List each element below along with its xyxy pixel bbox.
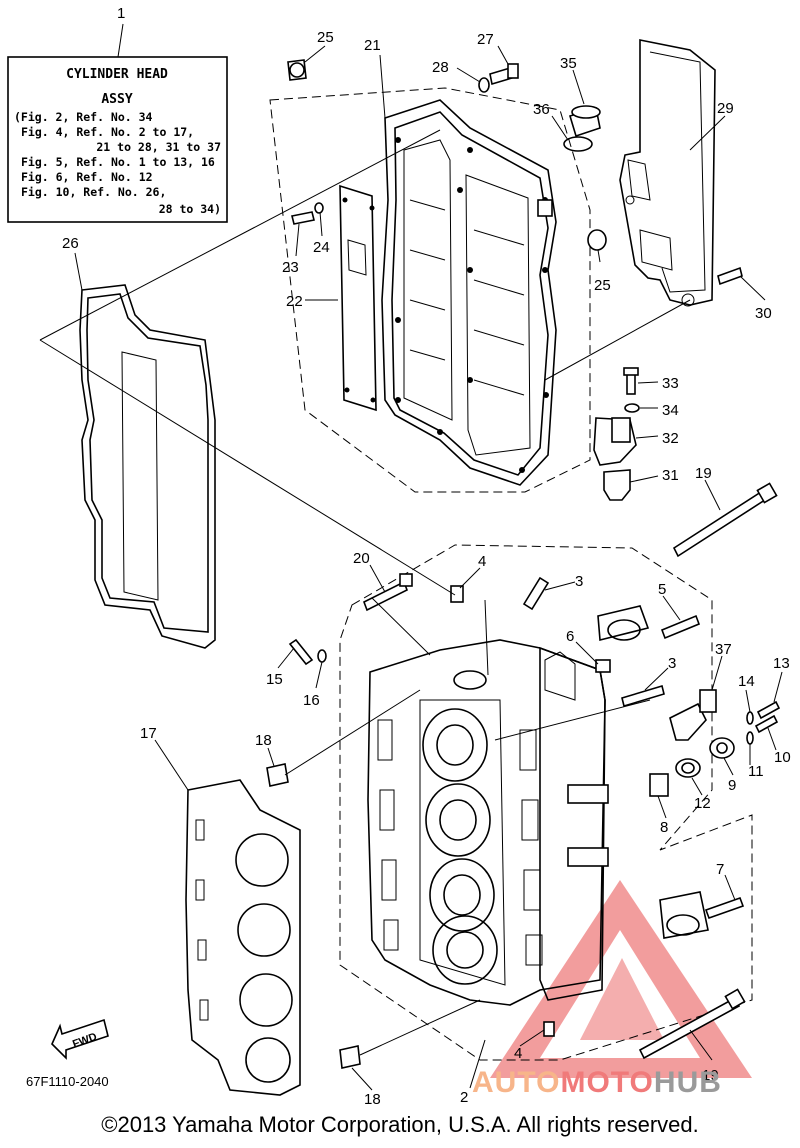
- callout-4b: 4: [514, 1045, 522, 1062]
- callout-27: 27: [477, 31, 494, 48]
- callout-18b: 18: [364, 1091, 381, 1108]
- callout-35: 35: [560, 55, 577, 72]
- box-title-2: ASSY: [101, 92, 132, 107]
- callout-30: 30: [755, 305, 772, 322]
- callout-3b: 3: [668, 655, 676, 672]
- cover-gasket: [79, 284, 216, 649]
- callout-31: 31: [662, 467, 679, 484]
- callout-16: 16: [303, 692, 320, 709]
- callout-28: 28: [432, 59, 449, 76]
- callout-11: 11: [748, 763, 764, 780]
- fwd-arrow: FWD: [51, 1018, 109, 1060]
- box-ref-2: Fig. 4, Ref. No. 2 to 17,: [21, 125, 194, 139]
- callout-8: 8: [660, 819, 668, 836]
- watermark-part-moto: MOTO: [560, 1066, 654, 1099]
- side-cover: [619, 39, 716, 307]
- callout-23: 23: [282, 259, 299, 276]
- callout-29: 29: [717, 100, 734, 117]
- head-gasket: [185, 779, 301, 1096]
- callout-34: 34: [662, 402, 679, 419]
- box-ref-1: (Fig. 2, Ref. No. 34: [14, 110, 153, 124]
- callout-21: 21: [364, 37, 381, 54]
- callout-10: 10: [774, 749, 791, 766]
- box-ref-4: Fig. 5, Ref. No. 1 to 13, 16: [21, 155, 215, 169]
- callout-18a: 18: [255, 732, 272, 749]
- callout-labels: 25 21 27 28 35 36 29 24 23 22 25 26 30 3…: [62, 29, 791, 1108]
- callout-4a: 4: [478, 553, 486, 570]
- small-parts-top: [287, 59, 743, 501]
- watermark-part-hub: HUB: [653, 1066, 722, 1099]
- cylinder-head: [367, 639, 609, 1006]
- callout-32: 32: [662, 430, 679, 447]
- callout-6: 6: [566, 628, 574, 645]
- box-ref-7: 28 to 34): [159, 202, 221, 216]
- callout-7: 7: [716, 861, 724, 878]
- callout-13: 13: [773, 655, 790, 672]
- watermark-text: AUTOMOTOHUB: [472, 1066, 722, 1100]
- info-box: 1 CYLINDER HEAD ASSY (Fig. 2, Ref. No. 3…: [7, 5, 228, 223]
- leader-lines: [39, 45, 783, 1091]
- callout-33: 33: [662, 375, 679, 392]
- callout-1: 1: [117, 5, 125, 22]
- callout-22: 22: [286, 293, 303, 310]
- callout-19b: 19: [702, 1067, 719, 1084]
- box-title-1: CYLINDER HEAD: [66, 67, 168, 82]
- callout-25a: 25: [317, 29, 334, 46]
- group-outlines: [269, 87, 753, 1061]
- callout-14: 14: [738, 673, 755, 690]
- callout-26: 26: [62, 235, 79, 252]
- copyright-notice: ©2013 Yamaha Motor Corporation, U.S.A. A…: [101, 1112, 699, 1137]
- small-parts-head: [266, 482, 781, 1069]
- callout-3a: 3: [575, 573, 583, 590]
- callout-19a: 19: [695, 465, 712, 482]
- callout-37: 37: [715, 641, 732, 658]
- box-ref-3: 21 to 28, 31 to 37: [96, 140, 221, 154]
- callout-5: 5: [658, 581, 666, 598]
- breather-plate: [339, 184, 377, 412]
- watermark-part-auto: AUTO: [472, 1066, 561, 1099]
- callout-17: 17: [140, 725, 157, 742]
- box-ref-5: Fig. 6, Ref. No. 12: [21, 170, 153, 184]
- callout-2: 2: [460, 1089, 468, 1106]
- callout-36: 36: [533, 101, 550, 118]
- callout-20: 20: [353, 550, 370, 567]
- box-ref-6: Fig. 10, Ref. No. 26,: [21, 185, 166, 199]
- callout-15: 15: [266, 671, 283, 688]
- callout-12: 12: [694, 795, 711, 812]
- callout-25b: 25: [594, 277, 611, 294]
- cylinder-head-cover: [381, 99, 557, 486]
- callout-9: 9: [728, 777, 736, 794]
- callout-24: 24: [313, 239, 330, 256]
- diagram-code: 67F1110-2040: [26, 1074, 109, 1089]
